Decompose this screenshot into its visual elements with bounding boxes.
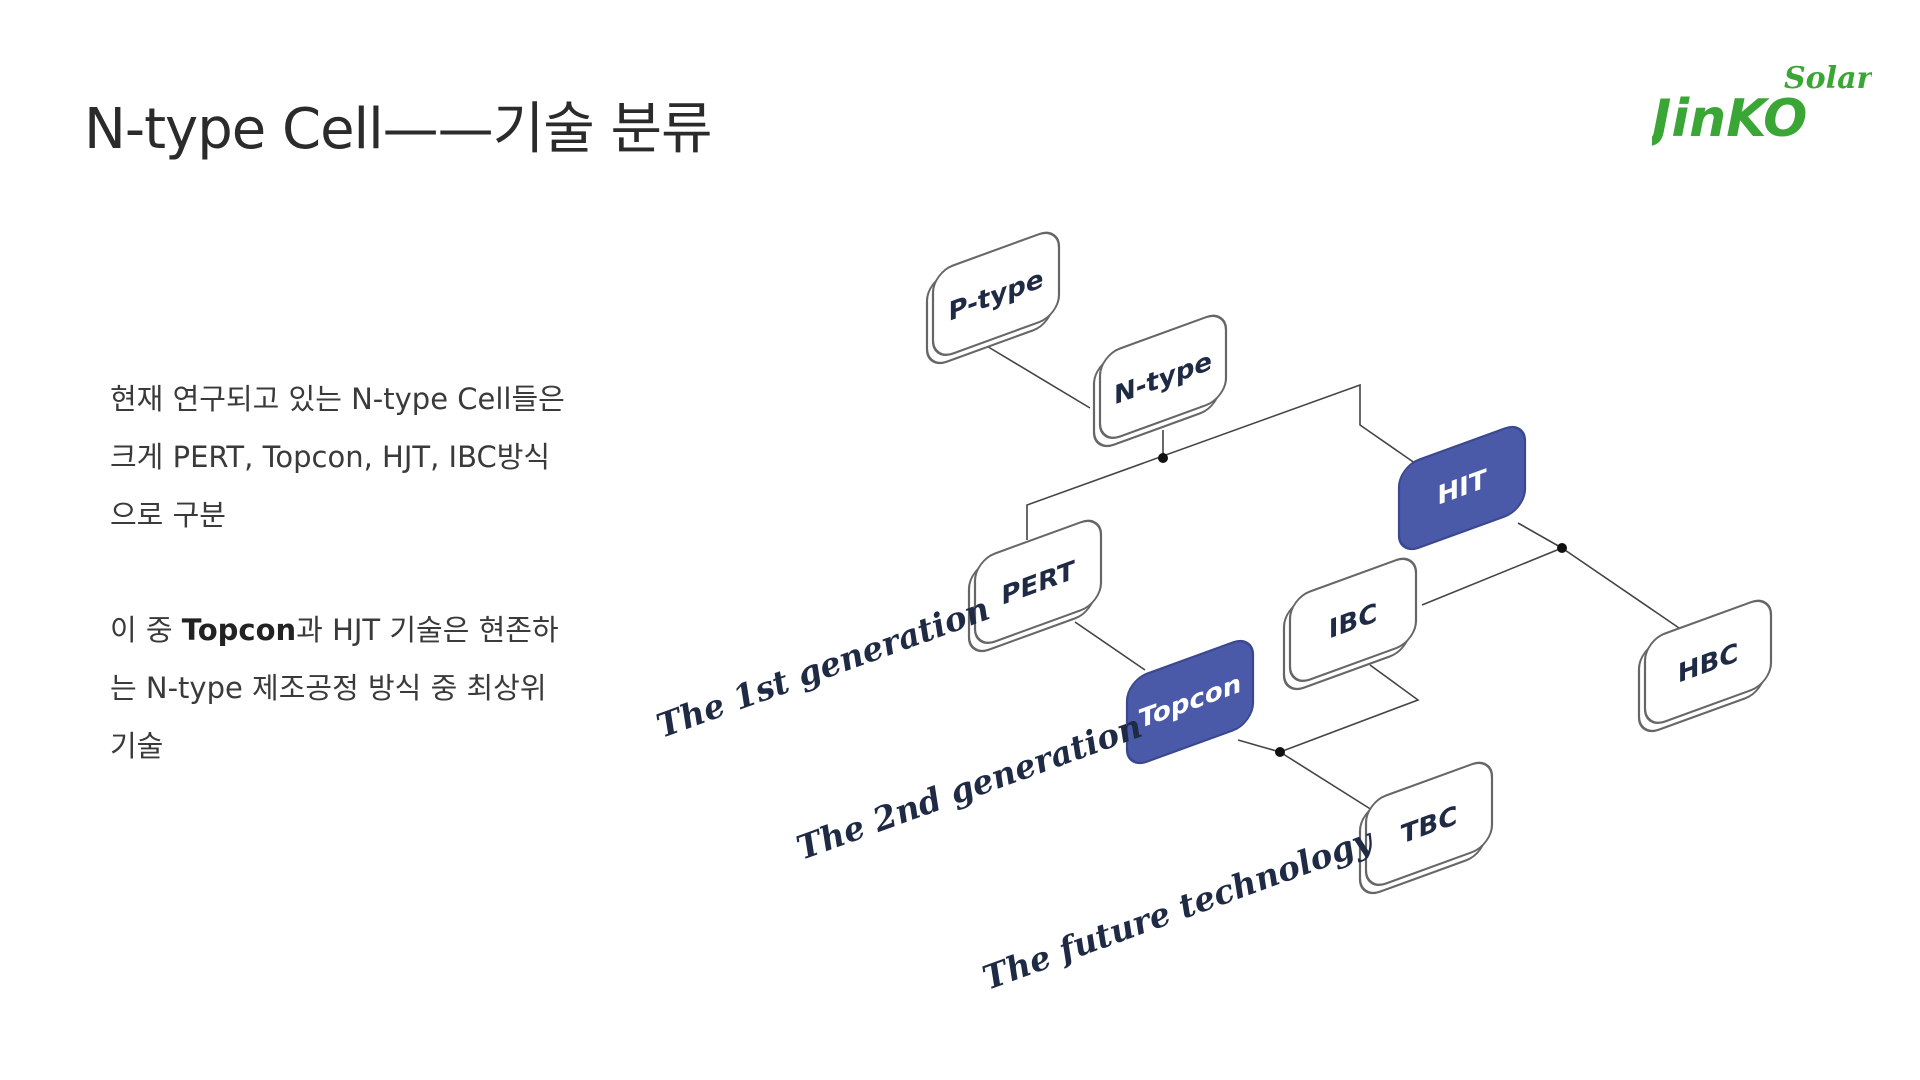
topcon-emphasis: Topcon (181, 613, 297, 647)
connector-junction-branches (1026, 383, 1423, 540)
node-hit: HIT (1397, 425, 1527, 551)
connector-ibc-junction2 (1279, 664, 1420, 753)
paragraph2-line: 이 중 Topcon과 HJT 기술은 현존하 (110, 613, 559, 647)
generation-label-second: The 2nd generation (791, 706, 1147, 867)
paragraph1-line: 현재 연구되고 있는 N-type Cell들은 (110, 382, 565, 416)
node-tbc: TBC (1358, 761, 1494, 895)
generation-label-future: The future technology (977, 819, 1380, 997)
node-ntype: N-type (1092, 314, 1228, 448)
connector-topcon-junction (1237, 739, 1281, 753)
connector-junction-tbc (1279, 751, 1373, 811)
connector-junction-hbc (1561, 547, 1683, 631)
junction-dot (1158, 453, 1168, 463)
node-topcon: Topcon (1125, 639, 1255, 765)
node-pert: PERT (967, 519, 1103, 653)
jinko-solar-logo: Solar JinKO (1652, 61, 1872, 148)
paragraph1-line: 으로 구분 (110, 498, 226, 532)
page-title: N-type Cell——기술 분류 (84, 97, 713, 162)
node-ibc: IBC (1282, 557, 1418, 691)
paragraph-classification: 현재 연구되고 있는 N-type Cell들은 크게 PERT, Topcon… (110, 370, 630, 544)
node-ptype: P-type (925, 231, 1061, 365)
paragraph-highlight: 이 중 Topcon과 HJT 기술은 현존하 는 N-type 제조공정 방식… (110, 601, 630, 775)
connector-hit-junction (1517, 522, 1563, 549)
node-hbc: HBC (1637, 599, 1773, 733)
generation-label-first: The 1st generation (651, 589, 994, 746)
connector-lines (984, 344, 1683, 811)
paragraph2-line: 기술 (110, 729, 164, 763)
paragraph1-line: 크게 PERT, Topcon, HJT, IBC방식 (110, 440, 551, 474)
paragraph2-line: 는 N-type 제조공정 방식 중 최상위 (110, 671, 547, 705)
junction-dot (1275, 747, 1285, 757)
connector-pert-topcon (1074, 621, 1146, 671)
connector-ptype-ntype (984, 344, 1091, 409)
logo-script-text: Solar (1784, 61, 1872, 96)
connector-ibc-junction (1421, 547, 1563, 606)
junction-dot (1557, 543, 1567, 553)
logo-word-text: JinKO (1652, 89, 1807, 148)
junction-dots (1158, 453, 1567, 757)
